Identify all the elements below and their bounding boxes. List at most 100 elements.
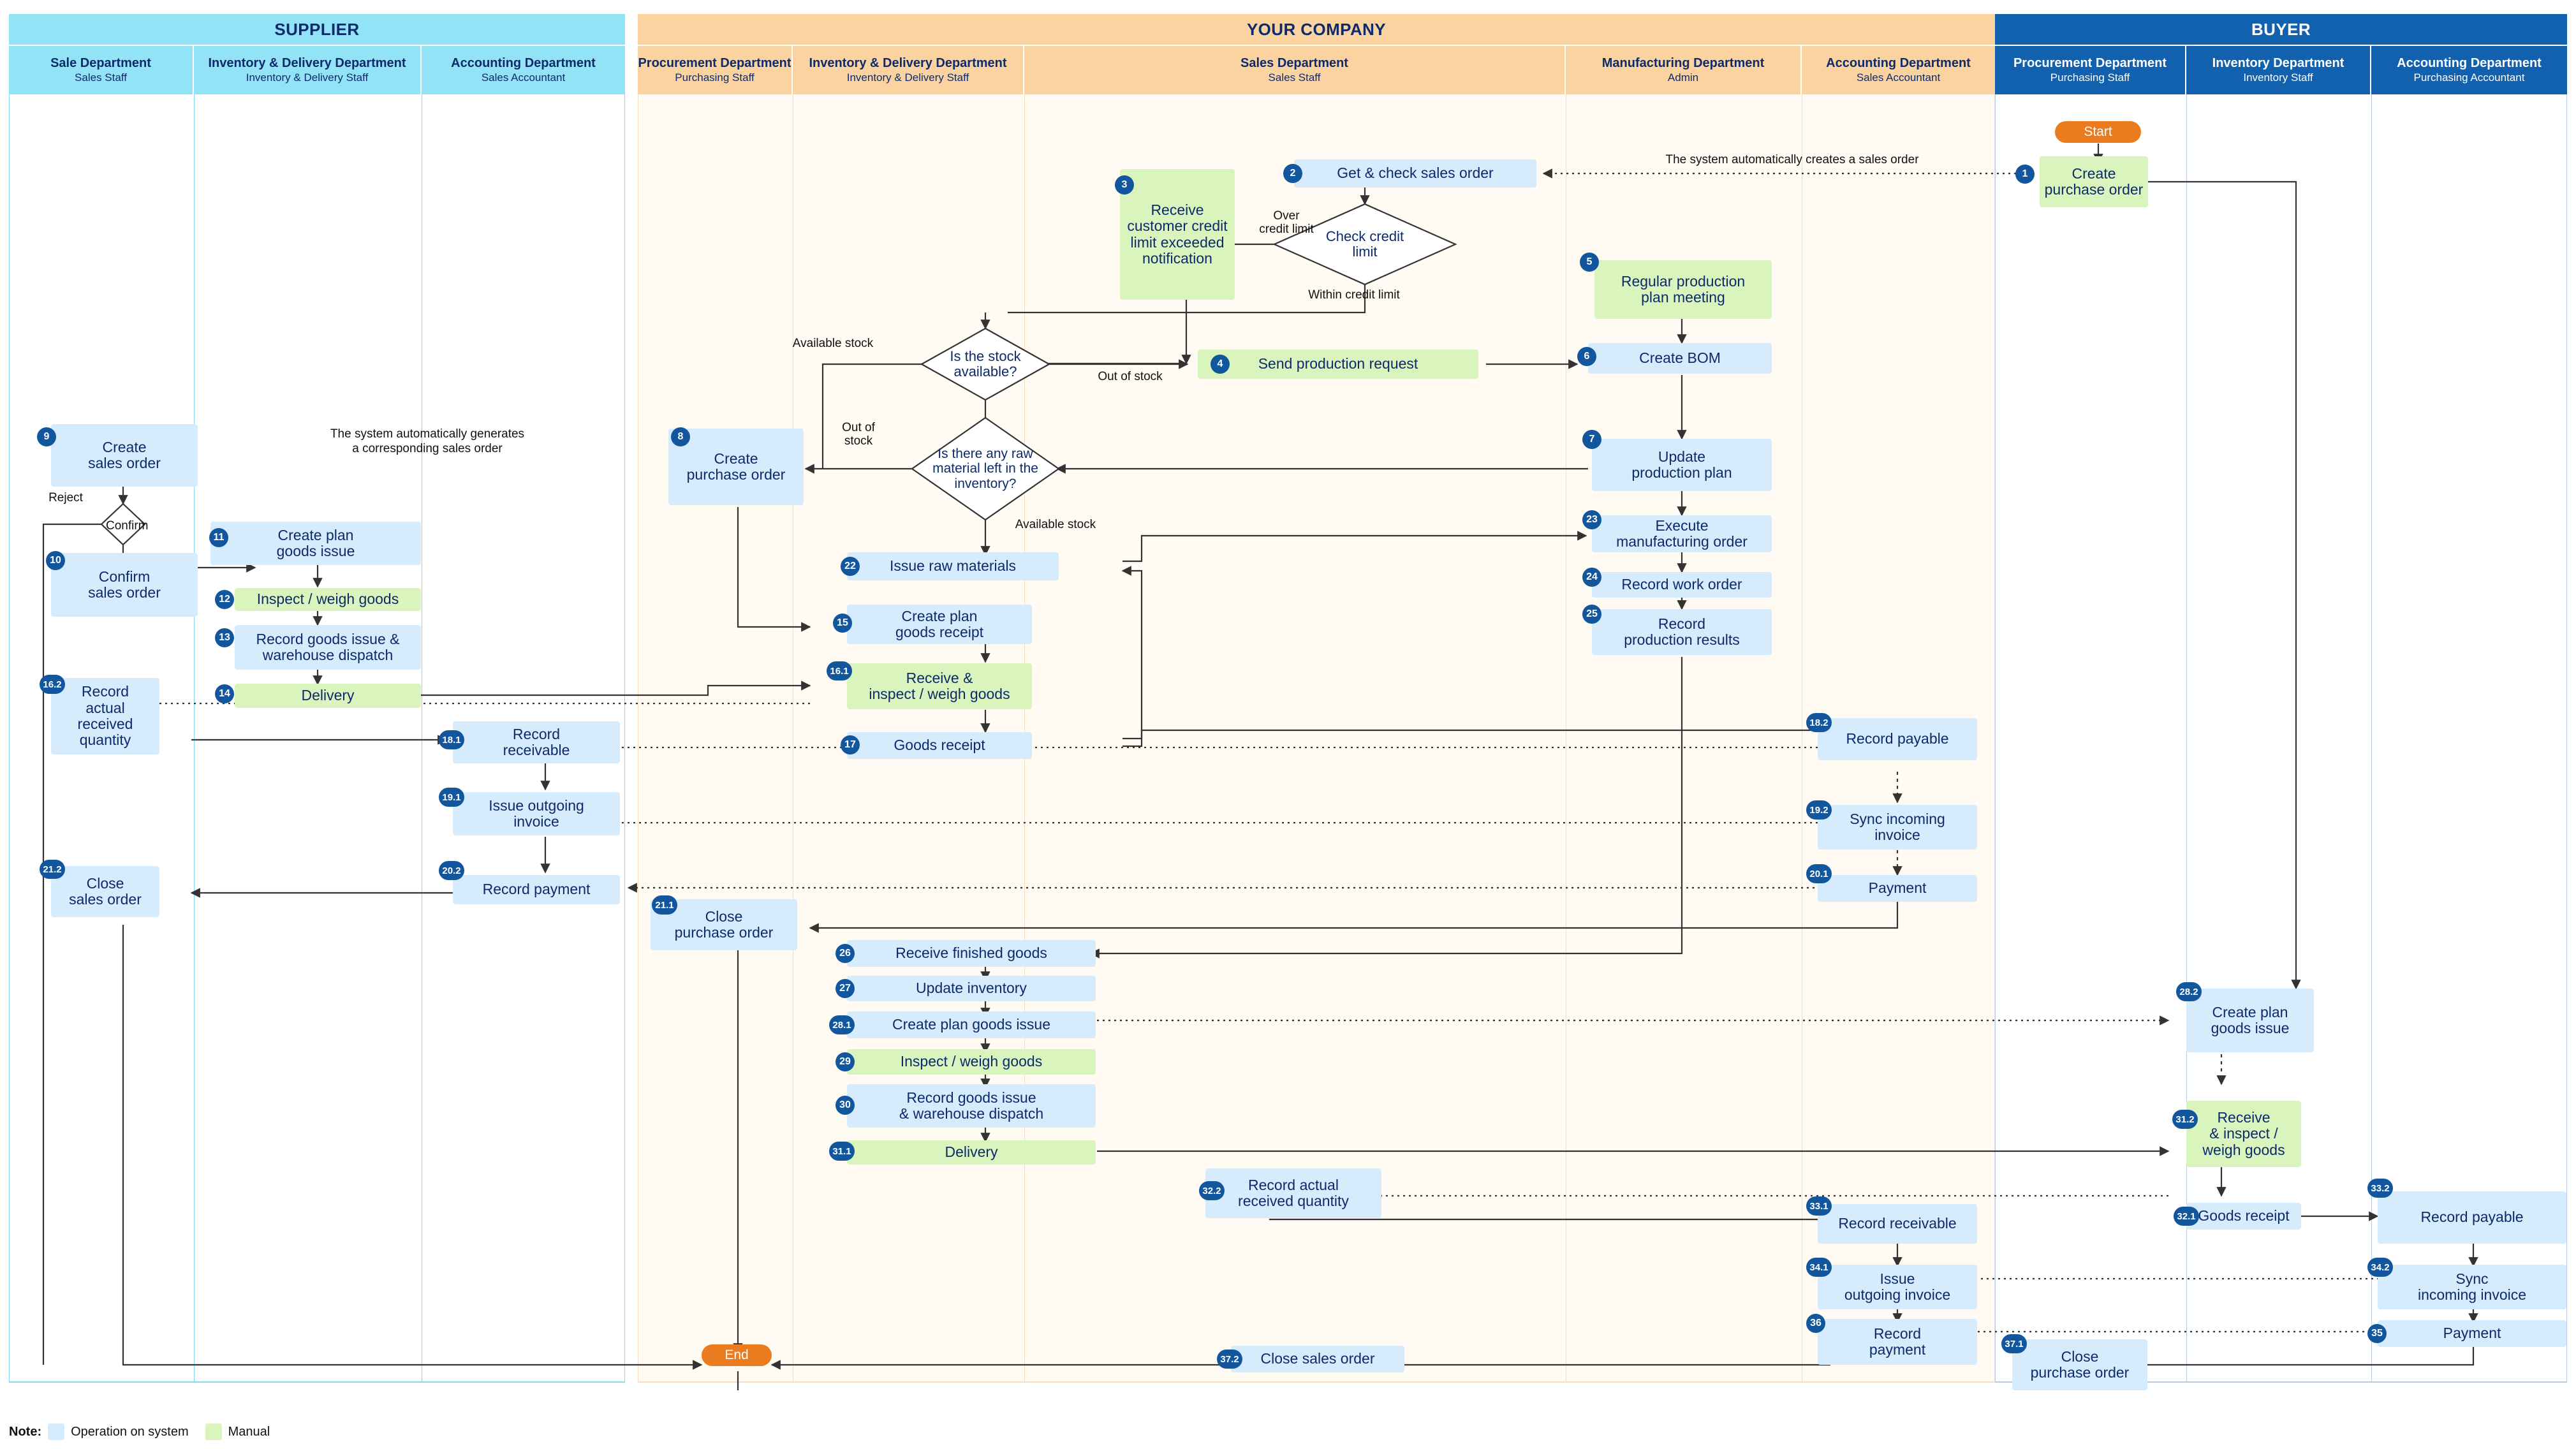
lane-subtitle: Inventory & Delivery Staff	[846, 71, 969, 84]
node-close-sales-order-supplier[interactable]: Close sales order	[51, 866, 159, 917]
annotation-auto-corresponding-sales-order: The system automatically generates a cor…	[330, 427, 525, 455]
node-credit-limit-exceeded-notification[interactable]: Receive customer credit limit exceeded n…	[1120, 169, 1235, 300]
node-inspect-weigh-goods-supplier[interactable]: Inspect / weigh goods	[235, 588, 421, 611]
node-delivery-supplier[interactable]: Delivery	[235, 684, 421, 708]
node-close-purchase-order-buyer[interactable]: Close purchase order	[2012, 1339, 2147, 1390]
node-create-plan-goods-receipt[interactable]: Create plan goods receipt	[847, 605, 1032, 644]
legend-swatch-manual	[205, 1423, 222, 1440]
node-issue-outgoing-invoice-supplier[interactable]: Issue outgoing invoice	[453, 792, 620, 835]
badge-35: 35	[2367, 1324, 2387, 1343]
node-regular-production-plan-meeting[interactable]: Regular production plan meeting	[1594, 260, 1772, 319]
node-update-production-plan[interactable]: Update production plan	[1592, 439, 1772, 491]
node-sync-incoming-invoice-company[interactable]: Sync incoming invoice	[1818, 805, 1977, 850]
node-create-sales-order-supplier[interactable]: Create sales order	[51, 424, 198, 487]
edge-label-available-stock-top: Available stock	[792, 337, 874, 350]
node-record-production-results[interactable]: Record production results	[1592, 609, 1772, 655]
badge-20-2: 20.2	[439, 861, 464, 880]
decision-label-raw: Is there any raw material left in the in…	[932, 446, 1038, 491]
node-goods-receipt-company[interactable]: Goods receipt	[847, 732, 1032, 759]
badge-33-1: 33.1	[1806, 1196, 1832, 1216]
lane-title: Sales Department	[1240, 56, 1348, 71]
node-create-plan-goods-issue-company[interactable]: Create plan goods issue	[847, 1011, 1096, 1038]
edge-label-reject: Reject	[48, 491, 83, 504]
decision-label-stock: Is the stock available?	[950, 348, 1021, 379]
lane-title: Inventory Department	[2212, 56, 2344, 71]
lane-title: Accounting Department	[2397, 56, 2542, 71]
badge-10: 10	[46, 551, 65, 570]
badge-6: 6	[1577, 347, 1596, 366]
lane-title: Procurement Department	[638, 56, 791, 71]
lane-header-buy-inv: Inventory Department Inventory Staff	[2186, 46, 2371, 94]
node-record-receivable-supplier[interactable]: Record receivable	[453, 721, 620, 763]
badge-30: 30	[835, 1096, 855, 1115]
node-record-payment-supplier[interactable]: Record payment	[453, 875, 620, 904]
badge-25: 25	[1582, 605, 1601, 624]
lane-title: Accounting Department	[1826, 56, 1971, 71]
lane-header-cmp-proc: Procurement Department Purchasing Staff	[638, 46, 793, 94]
lane-title: Procurement Department	[2013, 56, 2167, 71]
node-goods-receipt-buyer[interactable]: Goods receipt	[2186, 1203, 2301, 1230]
node-create-plan-goods-issue-supplier[interactable]: Create plan goods issue	[210, 522, 421, 565]
badge-11: 11	[209, 528, 228, 547]
node-create-bom[interactable]: Create BOM	[1588, 343, 1772, 374]
node-record-payable-buyer[interactable]: Record payable	[2378, 1191, 2566, 1244]
badge-15: 15	[833, 614, 852, 633]
node-receive-inspect-weigh-goods-buyer[interactable]: Receive & inspect / weigh goods	[2186, 1101, 2301, 1167]
badge-14: 14	[215, 684, 234, 703]
node-inspect-weigh-goods-company[interactable]: Inspect / weigh goods	[847, 1049, 1096, 1075]
lane-subtitle: Sales Accountant	[481, 71, 566, 84]
lane-header-buy-acc: Accounting Department Purchasing Account…	[2371, 46, 2567, 94]
node-create-purchase-order-buyer[interactable]: Create purchase order	[2040, 156, 2148, 207]
legend: Note: Operation on system Manual	[9, 1423, 280, 1440]
node-receive-inspect-weigh-goods-company[interactable]: Receive & inspect / weigh goods	[847, 663, 1032, 709]
node-create-purchase-order-company[interactable]: Create purchase order	[668, 429, 804, 505]
edge-label-out-of-stock-top: Out of stock	[1098, 370, 1163, 383]
node-create-plan-goods-issue-buyer[interactable]: Create plan goods issue	[2186, 989, 2314, 1052]
node-send-production-request[interactable]: Send production request	[1198, 349, 1478, 379]
legend-text-manual: Manual	[228, 1424, 270, 1439]
node-close-purchase-order-company[interactable]: Close purchase order	[651, 899, 797, 950]
group-header-company: YOUR COMPANY	[638, 14, 1995, 45]
node-close-sales-order-company[interactable]: Close sales order	[1231, 1346, 1404, 1372]
node-delivery-company[interactable]: Delivery	[847, 1140, 1096, 1165]
node-sync-incoming-invoice-buyer[interactable]: Sync incoming invoice	[2378, 1265, 2566, 1309]
edge-label-out-of-stock-raw: Out of stock	[842, 421, 875, 448]
node-record-work-order[interactable]: Record work order	[1592, 572, 1772, 598]
badge-13: 13	[215, 628, 234, 647]
node-payment-company[interactable]: Payment	[1818, 875, 1977, 902]
node-get-check-sales-order[interactable]: Get & check sales order	[1294, 159, 1536, 188]
badge-7: 7	[1582, 430, 1601, 449]
badge-21-2: 21.2	[40, 860, 65, 879]
badge-19-1: 19.1	[439, 788, 464, 807]
node-record-goods-issue-warehouse-dispatch-supplier[interactable]: Record goods issue & warehouse dispatch	[235, 625, 421, 670]
badge-3: 3	[1115, 175, 1134, 195]
legend-text-system: Operation on system	[71, 1424, 189, 1439]
node-payment-buyer[interactable]: Payment	[2378, 1320, 2566, 1347]
badge-31-2: 31.2	[2172, 1110, 2198, 1129]
group-header-buyer: BUYER	[1995, 14, 2567, 45]
badge-33-2: 33.2	[2367, 1179, 2393, 1198]
badge-16-2: 16.2	[40, 675, 65, 694]
lane-title: Sale Department	[50, 56, 151, 71]
node-record-actual-received-quantity-company[interactable]: Record actual received quantity	[1205, 1168, 1381, 1218]
node-update-inventory[interactable]: Update inventory	[847, 976, 1096, 1001]
node-record-payment-company[interactable]: Record payment	[1818, 1319, 1977, 1365]
legend-note-label: Note:	[9, 1424, 42, 1439]
badge-8: 8	[671, 427, 690, 446]
node-record-receivable-company[interactable]: Record receivable	[1818, 1204, 1977, 1244]
node-issue-outgoing-invoice-company[interactable]: Issue outgoing invoice	[1818, 1265, 1977, 1309]
lane-header-buy-proc: Procurement Department Purchasing Staff	[1995, 46, 2186, 94]
node-record-payable-company[interactable]: Record payable	[1818, 718, 1977, 760]
lane-header-cmp-inv: Inventory & Delivery Department Inventor…	[793, 46, 1024, 94]
badge-18-1: 18.1	[439, 730, 464, 749]
decision-label-credit: Check credit limit	[1325, 228, 1404, 260]
badge-32-1: 32.1	[2174, 1207, 2199, 1226]
node-execute-manufacturing-order[interactable]: Execute manufacturing order	[1592, 515, 1772, 552]
node-confirm-sales-order[interactable]: Confirm sales order	[51, 553, 198, 617]
node-record-goods-issue-warehouse-dispatch-company[interactable]: Record goods issue & warehouse dispatch	[847, 1084, 1096, 1128]
end-terminator: End	[702, 1344, 772, 1366]
node-issue-raw-materials[interactable]: Issue raw materials	[847, 552, 1059, 580]
node-record-actual-received-quantity-supplier[interactable]: Record actual received quantity	[51, 678, 159, 754]
node-receive-finished-goods[interactable]: Receive finished goods	[847, 940, 1096, 967]
